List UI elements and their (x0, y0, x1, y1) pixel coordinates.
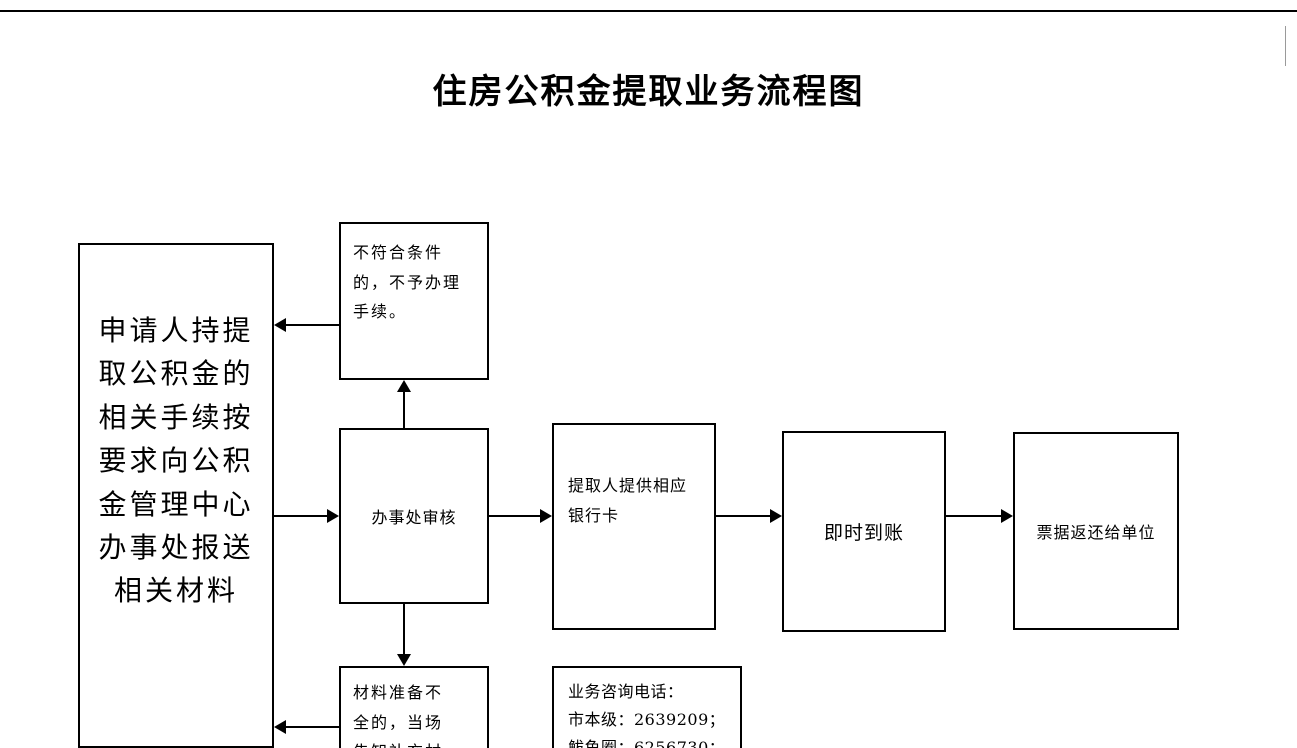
connector-review-to-incomplete-arrow (397, 654, 411, 666)
connector-instant-to-receipt-arrow (1001, 509, 1013, 523)
connector-review-to-incomplete-line (403, 604, 405, 654)
flow-node-bankcard[interactable]: 提取人提供相应 银行卡 (552, 423, 716, 630)
flow-node-applicant-label: 申请人持提 取公积金的 相关手续按 要求向公积 金管理中心 办事处报送 相关材料 (98, 314, 254, 608)
flow-node-reject-label: 不符合条件 的，不予办理 手续。 (353, 243, 462, 322)
page-top-rule (0, 10, 1297, 12)
flow-node-receipt-return[interactable]: 票据返还给单位 (1013, 432, 1179, 630)
connector-review-to-reject-arrow (397, 380, 411, 392)
flow-node-review-label: 办事处审核 (371, 508, 457, 527)
connector-review-to-bankcard-arrow (540, 509, 552, 523)
connector-review-to-bankcard-line (489, 515, 540, 517)
connector-applicant-to-review-line (274, 515, 327, 517)
connector-review-to-reject-line (403, 391, 405, 428)
page-title: 住房公积金提取业务流程图 (432, 72, 865, 112)
flow-node-instant-arrival[interactable]: 即时到账 (782, 431, 946, 632)
info-box-consultation-phones: 业务咨询电话： 市本级：2639209； 鲅鱼圈：6256730； (552, 666, 742, 748)
flow-node-incomplete-materials-label: 材料准备不 全的，当场 告知补充材 (353, 683, 444, 748)
flow-node-review[interactable]: 办事处审核 (339, 428, 489, 604)
connector-applicant-to-review-arrow (327, 509, 339, 523)
connector-incomplete-to-applicant-arrow (274, 720, 286, 734)
info-box-consultation-phones-label: 业务咨询电话： 市本级：2639209； 鲅鱼圈：6256730； (568, 682, 726, 748)
flow-node-bankcard-label: 提取人提供相应 银行卡 (568, 476, 688, 525)
flow-node-reject[interactable]: 不符合条件 的，不予办理 手续。 (339, 222, 489, 380)
right-margin-tick (1285, 26, 1286, 66)
connector-reject-to-applicant-line (286, 324, 339, 326)
flow-node-receipt-return-label: 票据返还给单位 (1036, 523, 1156, 542)
connector-bankcard-to-instant-arrow (770, 509, 782, 523)
connector-incomplete-to-applicant-line (286, 726, 339, 728)
flow-node-instant-arrival-label: 即时到账 (823, 522, 904, 544)
flow-node-incomplete-materials[interactable]: 材料准备不 全的，当场 告知补充材 (339, 666, 489, 748)
connector-bankcard-to-instant-line (716, 515, 770, 517)
flow-node-applicant[interactable]: 申请人持提 取公积金的 相关手续按 要求向公积 金管理中心 办事处报送 相关材料 (78, 243, 274, 748)
connector-reject-to-applicant-arrow (274, 318, 286, 332)
connector-instant-to-receipt-line (946, 515, 1001, 517)
